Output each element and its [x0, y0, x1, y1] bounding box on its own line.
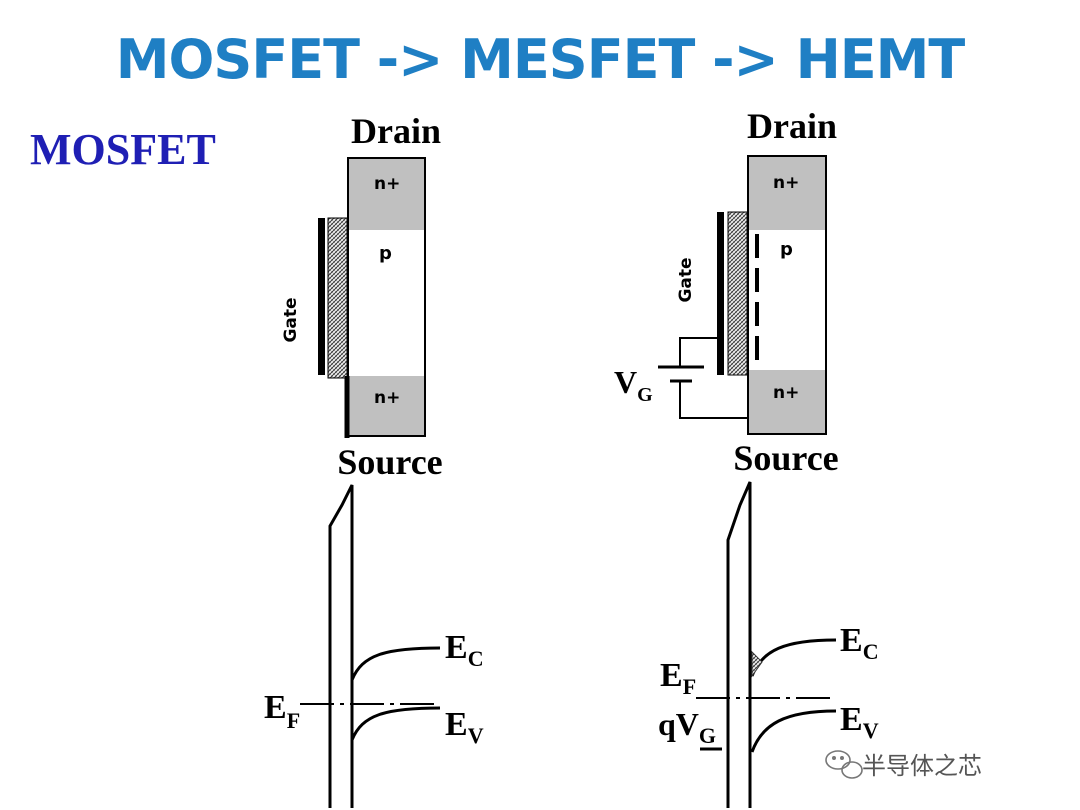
right-top-region-label: n+: [773, 173, 799, 193]
gate-voltage-label: VG: [614, 364, 653, 406]
left-p-region: [348, 230, 425, 376]
right-inversion-electrons: [751, 650, 763, 678]
watermark-text: 半导体之芯: [862, 752, 982, 780]
right-qvg-label: qVG: [658, 706, 716, 748]
right-middle-region-label: p: [780, 239, 793, 260]
right-valence-band: [750, 709, 837, 753]
right-ef-label: EF: [660, 657, 696, 699]
slide-title: MOSFET -> MESFET -> HEMT: [115, 28, 965, 91]
left-source-label: Source: [337, 442, 442, 482]
right-bottom-region-label: n+: [773, 383, 799, 403]
right-conduction-band: [750, 638, 837, 677]
right-gate-oxide: [727, 211, 748, 376]
right-gate-label: Gate: [676, 257, 696, 302]
left-ef-label: EF: [264, 689, 300, 733]
left-gate-metal: [318, 218, 325, 375]
right-band-diagram: EC EV EF qVG: [658, 481, 879, 808]
right-gate-metal: [717, 212, 724, 375]
left-gate-label: Gate: [281, 297, 301, 342]
left-drain-label: Drain: [351, 111, 441, 151]
left-valence-band: [350, 706, 441, 741]
wechat-icon: [825, 750, 863, 779]
slide-subtitle: MOSFET: [30, 125, 216, 174]
left-band-diagram: EC EV EF: [264, 484, 484, 808]
left-middle-region-label: p: [379, 243, 392, 264]
right-drain-label: Drain: [747, 106, 837, 146]
right-source-label: Source: [733, 438, 838, 478]
right-oxide-barrier: [726, 481, 752, 808]
gate-bias-circuit: [658, 337, 748, 419]
left-conduction-band: [350, 646, 441, 681]
left-ec-label: EC: [445, 629, 484, 671]
right-bottom-nplus-region: [748, 370, 826, 434]
left-top-region-label: n+: [374, 174, 400, 194]
left-bottom-nplus-region: [348, 376, 425, 436]
left-bottom-region-label: n+: [374, 388, 400, 408]
left-device: Drain n+ p n+ Gate Source: [281, 111, 443, 482]
right-ev-label: EV: [840, 701, 879, 743]
right-p-region: [748, 230, 826, 370]
left-top-nplus-region: [348, 158, 425, 230]
left-ev-label: EV: [445, 706, 484, 748]
right-device: Drain n+ p n+ Gate VG Source: [614, 106, 839, 478]
left-gate-oxide: [327, 217, 348, 379]
left-oxide-barrier: [328, 484, 354, 808]
right-top-nplus-region: [748, 156, 826, 230]
right-ec-label: EC: [840, 622, 879, 664]
